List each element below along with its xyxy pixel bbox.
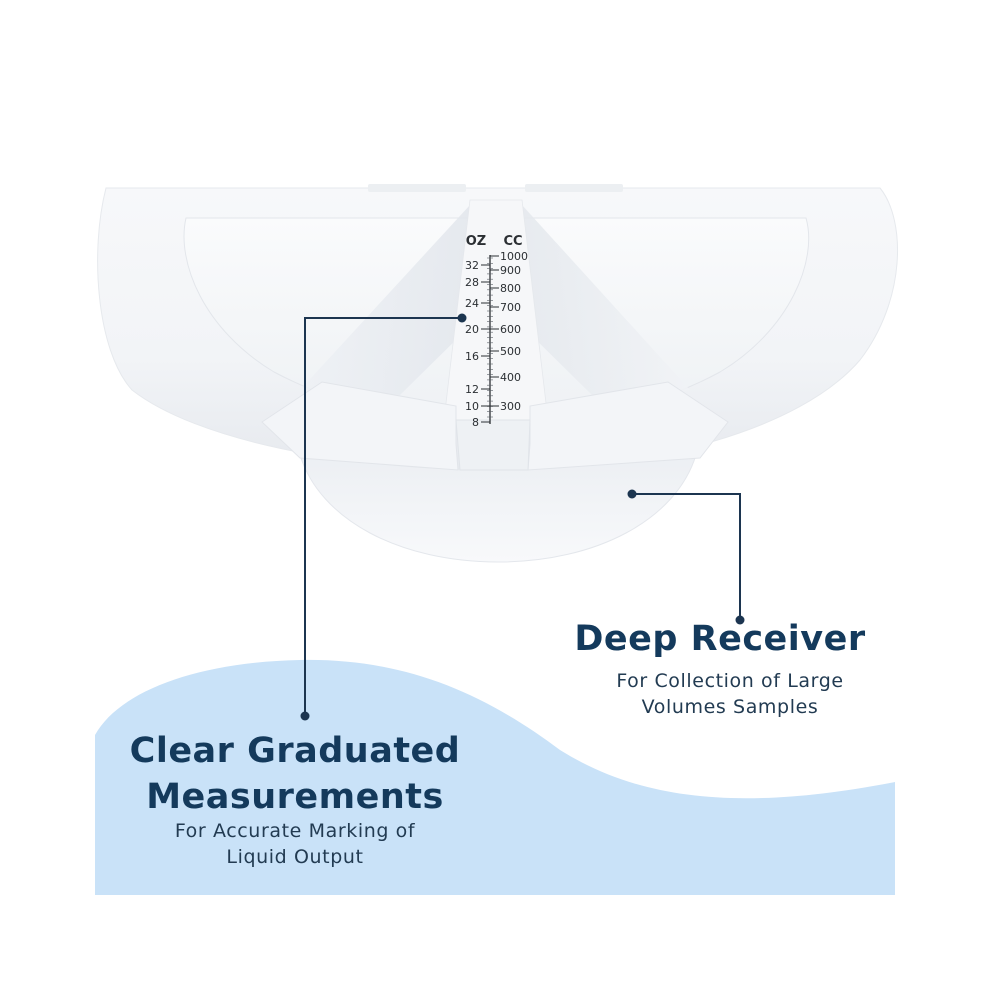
- front-ledge-right: [527, 381, 729, 471]
- scale-cc-label: 1000: [500, 250, 528, 263]
- scale-cc-label: 500: [500, 345, 521, 358]
- scale-cc-label: 300: [500, 400, 521, 413]
- deep-receiver-subtitle-line1: For Collection of Large: [616, 670, 844, 692]
- scale-cc-label: 900: [500, 264, 521, 277]
- leader-dot-deep-top: [627, 489, 637, 499]
- scale-oz-label: 20: [465, 323, 479, 336]
- scale-oz-label: 24: [465, 297, 479, 310]
- graduated-subtitle: For Accurate Marking of Liquid Output: [120, 818, 470, 870]
- wave-background: [95, 659, 895, 895]
- rim-tab-right: [525, 184, 623, 192]
- graduated-subtitle-line1: For Accurate Marking of: [174, 820, 416, 842]
- scale-cc-label: 600: [500, 323, 521, 336]
- inner-slope-left: [300, 205, 470, 395]
- scale-oz-label: 12: [465, 383, 479, 396]
- scale-cc-header: CC: [503, 234, 522, 249]
- leader-dot-deep-bottom: [735, 615, 745, 625]
- scale-cc-label: 700: [500, 301, 521, 314]
- spout: [455, 419, 531, 471]
- graduated-title-line2: Measurements: [146, 777, 444, 817]
- deep-receiver-subtitle: For Collection of Large Volumes Samples: [580, 668, 880, 720]
- inner-slope-right: [522, 205, 690, 395]
- leader-line-deep: [632, 493, 741, 620]
- scale-oz-header: OZ: [466, 234, 486, 249]
- graduated-title-line1: Clear Graduated: [129, 731, 461, 771]
- scale-cc-label: 400: [500, 371, 521, 384]
- leader-dot-graduated-top: [457, 313, 467, 323]
- front-ledge: [261, 381, 459, 471]
- deep-receiver-subtitle-line2: Volumes Samples: [641, 696, 819, 718]
- leader-line-graduated: [304, 317, 462, 716]
- graduated-subtitle-line2: Liquid Output: [226, 846, 364, 868]
- graduated-title: Clear Graduated Measurements: [90, 728, 500, 820]
- deep-receiver-bowl: [299, 454, 697, 563]
- deep-receiver-title: Deep Receiver: [574, 619, 866, 659]
- scale-cc-label: 800: [500, 282, 521, 295]
- scale-oz-label: 32: [465, 259, 479, 272]
- leader-dot-graduated-bottom: [300, 711, 310, 721]
- rim-tab-left: [368, 184, 466, 192]
- scale-oz-label: 8: [472, 416, 479, 429]
- scale-oz-label: 10: [465, 400, 479, 413]
- scale-oz-label: 28: [465, 276, 479, 289]
- scale-oz-label: 16: [465, 350, 479, 363]
